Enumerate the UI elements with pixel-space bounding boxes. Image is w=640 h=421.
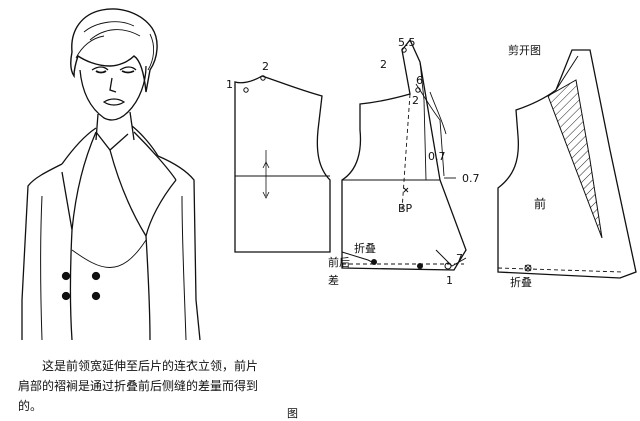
label-front-back-1: 前后 — [328, 255, 350, 269]
coat-left-shoulder — [21, 163, 63, 340]
cut-front-piece — [497, 49, 637, 279]
label-5-5: 5.5 — [398, 36, 416, 49]
left-eye — [91, 66, 109, 71]
front-piece — [341, 38, 467, 271]
coat-collar-left — [61, 127, 97, 165]
label-front-back-2: 差 — [328, 273, 339, 287]
button-2 — [91, 271, 101, 281]
label-2: 2 — [262, 60, 269, 73]
label-front: 前 — [534, 196, 546, 211]
label-1b: 1 — [446, 274, 453, 287]
label-6: 6 — [416, 74, 423, 87]
basic-block — [234, 75, 331, 253]
coat-collar-right — [131, 125, 159, 157]
mouth — [102, 98, 126, 106]
hatched-fold — [547, 79, 603, 239]
face — [79, 65, 147, 121]
coat-lapel — [61, 131, 97, 231]
label-fold: 折叠 — [354, 241, 376, 255]
button-1 — [61, 271, 71, 281]
coat-right-shoulder — [157, 155, 201, 341]
fashion-illustration — [21, 8, 201, 341]
nose — [109, 77, 117, 93]
button-3 — [61, 291, 71, 301]
label-0-7a: 0.7 — [428, 150, 446, 163]
button-4 — [91, 291, 101, 301]
back-piece — [234, 75, 331, 253]
neck — [95, 113, 99, 141]
label-cut-diagram: 剪开图 — [508, 43, 541, 57]
label-2b: 2 — [380, 58, 387, 71]
label-1: 1 — [226, 78, 233, 91]
label-fold2: 折叠 — [510, 275, 532, 289]
label-0-7b: 0.7 — [462, 172, 480, 185]
label-7: 7 — [456, 252, 463, 265]
right-eye — [119, 66, 137, 71]
label-bp: BP — [398, 202, 413, 215]
front-block — [341, 38, 467, 271]
figure-label: 图 — [287, 407, 298, 420]
caption-text: 这是前领宽延伸至后片的连衣立领，前片肩部的褶裥是通过折叠前后侧缝的差量而得到的。 — [18, 359, 259, 413]
pattern-labels: 1 2 5.5 2 6 2 0.7 0.7 BP 折叠 前后 差 7 1 剪开图… — [226, 36, 546, 289]
label-2c: 2 — [412, 94, 419, 107]
hair — [69, 8, 158, 93]
cut-diagram — [497, 49, 637, 279]
